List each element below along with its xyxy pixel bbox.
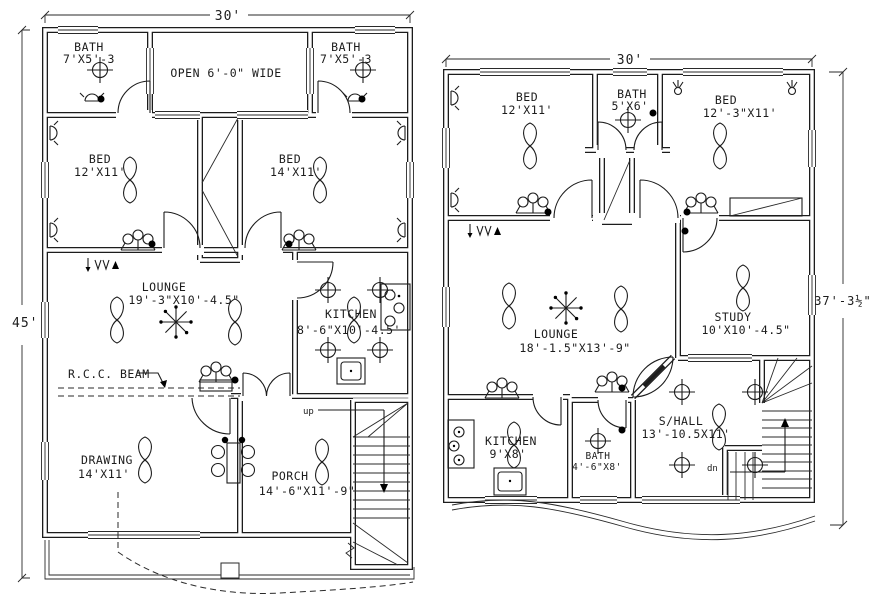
wall-light-icon xyxy=(786,79,798,96)
shelf-icon xyxy=(729,197,803,217)
windows xyxy=(40,25,415,540)
ceiling-fan-icon xyxy=(523,122,537,170)
stove-icon xyxy=(447,419,475,469)
ceiling-fan-icon xyxy=(110,296,124,344)
label-up: up xyxy=(303,407,314,417)
sink-icon xyxy=(336,357,366,385)
size-bed-left: 12'X11' xyxy=(501,103,553,117)
switch-board-icon xyxy=(198,361,234,383)
size-kitchen: 9'X8' xyxy=(489,447,526,461)
label-lounge: LOUNGE xyxy=(534,327,579,341)
size-bed-right: 14'X11' xyxy=(270,165,322,179)
label-bath-right: BATH xyxy=(331,40,361,54)
fan-regulator-icon xyxy=(84,257,120,273)
size-lounge: 19'-3"X10'-4.5" xyxy=(128,293,239,307)
ground-dim-height: 45' xyxy=(12,316,38,331)
label-shall: S/HALL xyxy=(659,414,704,428)
dining-table-icon xyxy=(210,436,256,484)
first-dim-height: 37'-3½" xyxy=(814,294,870,308)
ground-floor-plan: 30' 45' BATH 7'X5'-3 OPEN 6'-0" WIDE BAT… xyxy=(12,9,415,594)
label-kitchen: KITCHEN xyxy=(325,307,377,321)
wall-light-icon xyxy=(450,187,460,213)
label-study: STUDY xyxy=(714,310,751,324)
first-floor-plan: 30' 37'-3½" BED 12'X11' BATH 5'X6' BED 1… xyxy=(441,53,870,541)
stove-icon xyxy=(380,283,411,331)
chandelier-icon xyxy=(158,304,194,340)
ceiling-fan-icon xyxy=(138,436,152,484)
ceiling-fan-icon xyxy=(313,156,327,204)
label-bath-bottom: BATH xyxy=(586,451,611,462)
ceiling-light-icon xyxy=(668,378,696,406)
label-lounge: LOUNGE xyxy=(142,280,187,294)
label-bath-top: BATH xyxy=(617,87,647,101)
wall-openings xyxy=(533,145,719,405)
size-bed-right: 12'-3"X11' xyxy=(703,106,777,120)
ceiling-light-icon xyxy=(741,451,769,479)
ceiling-fan-icon xyxy=(614,285,628,333)
fan-regulator-icon xyxy=(466,223,502,239)
rcc-beam xyxy=(58,372,240,397)
label-bath-left: BATH xyxy=(74,40,104,54)
ceiling-fan-icon xyxy=(502,282,516,330)
ground-dim-width: 30' xyxy=(215,9,241,24)
dimensions: 30' 45' xyxy=(12,9,415,583)
label-bed-left: BED xyxy=(516,90,538,104)
size-bath-right: 7'X5'-3 xyxy=(320,52,372,66)
size-study: 10'X10'-4.5" xyxy=(701,323,790,337)
ceiling-fan-icon xyxy=(713,122,727,170)
size-bath-left: 7'X5'-3 xyxy=(63,52,115,66)
size-porch: 14'-6"X11'-9" xyxy=(259,484,356,498)
room-labels: BATH 7'X5'-3 OPEN 6'-0" WIDE BATH 7'X5'-… xyxy=(63,40,401,498)
size-drawing: 14'X11' xyxy=(78,467,130,481)
ceiling-fan-icon xyxy=(315,438,329,486)
stairs xyxy=(727,357,813,500)
dimensions: 30' 37'-3½" xyxy=(441,53,870,530)
ceiling-light-icon xyxy=(366,336,394,364)
size-bath-top: 5'X6' xyxy=(611,99,648,113)
stairs xyxy=(318,402,410,566)
label-porch: PORCH xyxy=(271,469,308,483)
wall-light-icon xyxy=(49,217,59,243)
sink-icon xyxy=(493,467,527,496)
symbols xyxy=(49,56,411,486)
compound-wall xyxy=(44,492,415,594)
wall-light-icon xyxy=(672,79,684,96)
ceiling-fan-icon xyxy=(736,264,750,312)
ceiling-light-icon xyxy=(314,276,342,304)
size-lounge: 18'-1.5"X13'-9" xyxy=(519,341,630,355)
label-bed-left: BED xyxy=(89,152,111,166)
wall-light-icon xyxy=(396,217,406,243)
wall-light-icon xyxy=(396,120,406,146)
switch-board-icon xyxy=(515,192,551,214)
room-labels: BED 12'X11' BATH 5'X6' BED 12'-3"X11' LO… xyxy=(485,87,790,474)
terrace-edge xyxy=(451,499,816,541)
wall-openings xyxy=(116,110,352,401)
wall-light-icon xyxy=(450,85,460,111)
symbols xyxy=(447,79,803,496)
size-shall: 13'-10.5X11' xyxy=(641,427,730,441)
size-bed-left: 12'X11' xyxy=(74,165,126,179)
size-kitchen: 8'-6"X10'-4.5' xyxy=(297,323,401,337)
size-bath-bottom: 4'-6"X8' xyxy=(572,462,622,473)
label-drawing: DRAWING xyxy=(81,453,133,467)
doors xyxy=(117,80,351,435)
label-bed-right: BED xyxy=(715,93,737,107)
first-dim-width: 30' xyxy=(617,53,643,68)
label-rcc-beam: R.C.C. BEAM xyxy=(68,367,150,381)
label-dn: dn xyxy=(707,464,718,474)
label-open: OPEN 6'-0" WIDE xyxy=(170,66,281,80)
label-bed-right: BED xyxy=(279,152,301,166)
ceiling-light-icon xyxy=(668,451,696,479)
ceiling-fan-icon xyxy=(123,156,137,204)
wall-light-icon xyxy=(49,120,59,146)
chandelier-icon xyxy=(548,290,584,326)
label-kitchen: KITCHEN xyxy=(485,434,537,448)
doors xyxy=(532,121,718,429)
